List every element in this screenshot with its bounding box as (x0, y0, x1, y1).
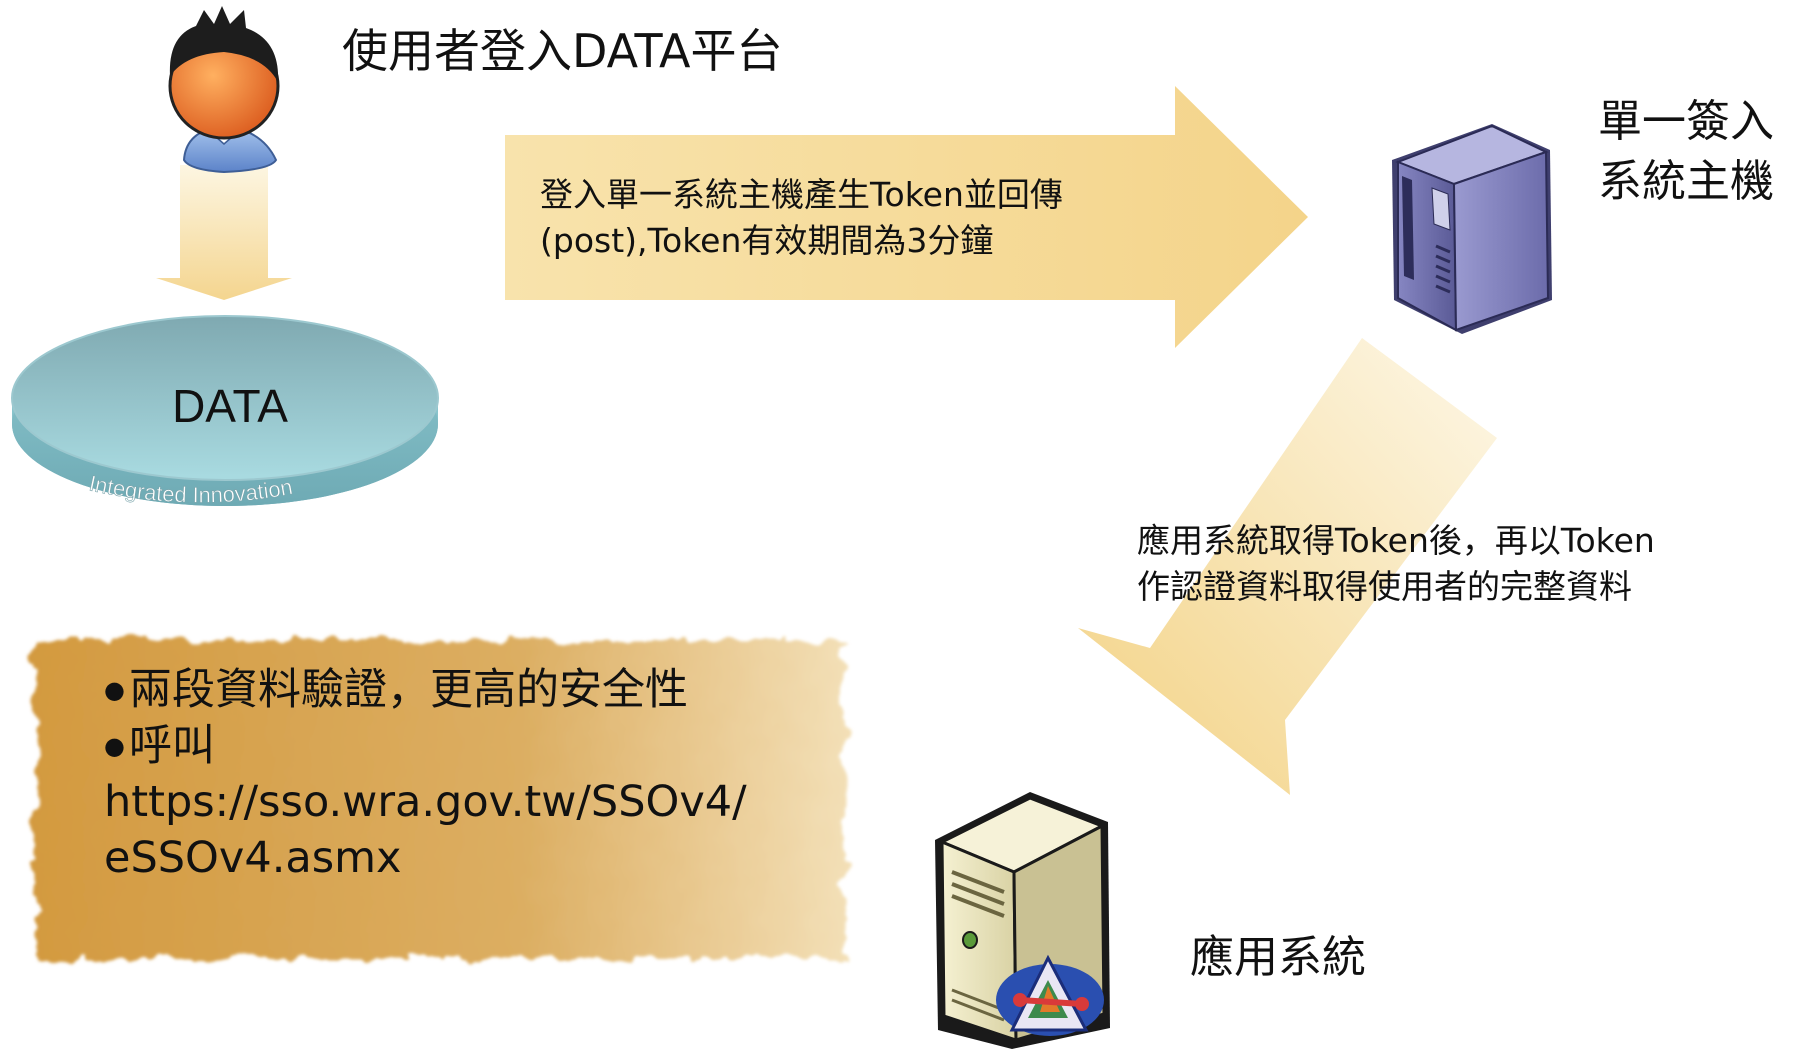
arrow-sso-to-app (1078, 338, 1497, 795)
arrow-to-sso-host (505, 86, 1308, 348)
app-server-icon (935, 792, 1110, 1049)
note-item-security-text: 兩段資料驗證，更高的安全性 (128, 665, 688, 715)
token-verify-line1: 應用系統取得Token後，再以Token (1137, 521, 1655, 560)
data-platform-disc (11, 315, 439, 506)
token-request-text: 登入單一系統主機產生Token並回傳 (post),Token有效期間為3分鐘 (540, 172, 1063, 264)
note-item-security: ●兩段資料驗證，更高的安全性 (104, 662, 804, 718)
note-box (35, 640, 845, 958)
sso-host-label-line1: 單一簽入 (1598, 96, 1774, 147)
service-url-line2: eSSOv4.asmx (104, 833, 402, 883)
token-request-line2: (post),Token有效期間為3分鐘 (540, 221, 994, 260)
user-icon (168, 6, 280, 174)
note-item-call-text: 呼叫 (128, 721, 215, 771)
app-system-label: 應用系統 (1190, 932, 1366, 983)
bullet-icon: ● (104, 676, 125, 704)
service-url-line1: https://sso.wra.gov.tw/SSOv4/ (104, 777, 747, 827)
token-verify-text: 應用系統取得Token後，再以Token 作認證資料取得使用者的完整資料 (1137, 518, 1655, 610)
user-login-label: 使用者登入DATA平台 (342, 24, 783, 78)
token-verify-line2: 作認證資料取得使用者的完整資料 (1137, 567, 1632, 606)
sso-host-label: 單一簽入 系統主機 (1598, 92, 1774, 212)
sso-server-icon (1392, 124, 1552, 334)
bullet-icon: ● (104, 732, 125, 760)
arrow-user-to-data (156, 165, 292, 300)
note-item-call: ●呼叫 (104, 718, 804, 774)
note-text: ●兩段資料驗證，更高的安全性 ●呼叫 https://sso.wra.gov.t… (104, 662, 804, 886)
token-request-line1: 登入單一系統主機產生Token並回傳 (540, 175, 1063, 214)
data-platform-label: DATA (172, 380, 288, 432)
sso-host-label-line2: 系統主機 (1598, 156, 1774, 207)
